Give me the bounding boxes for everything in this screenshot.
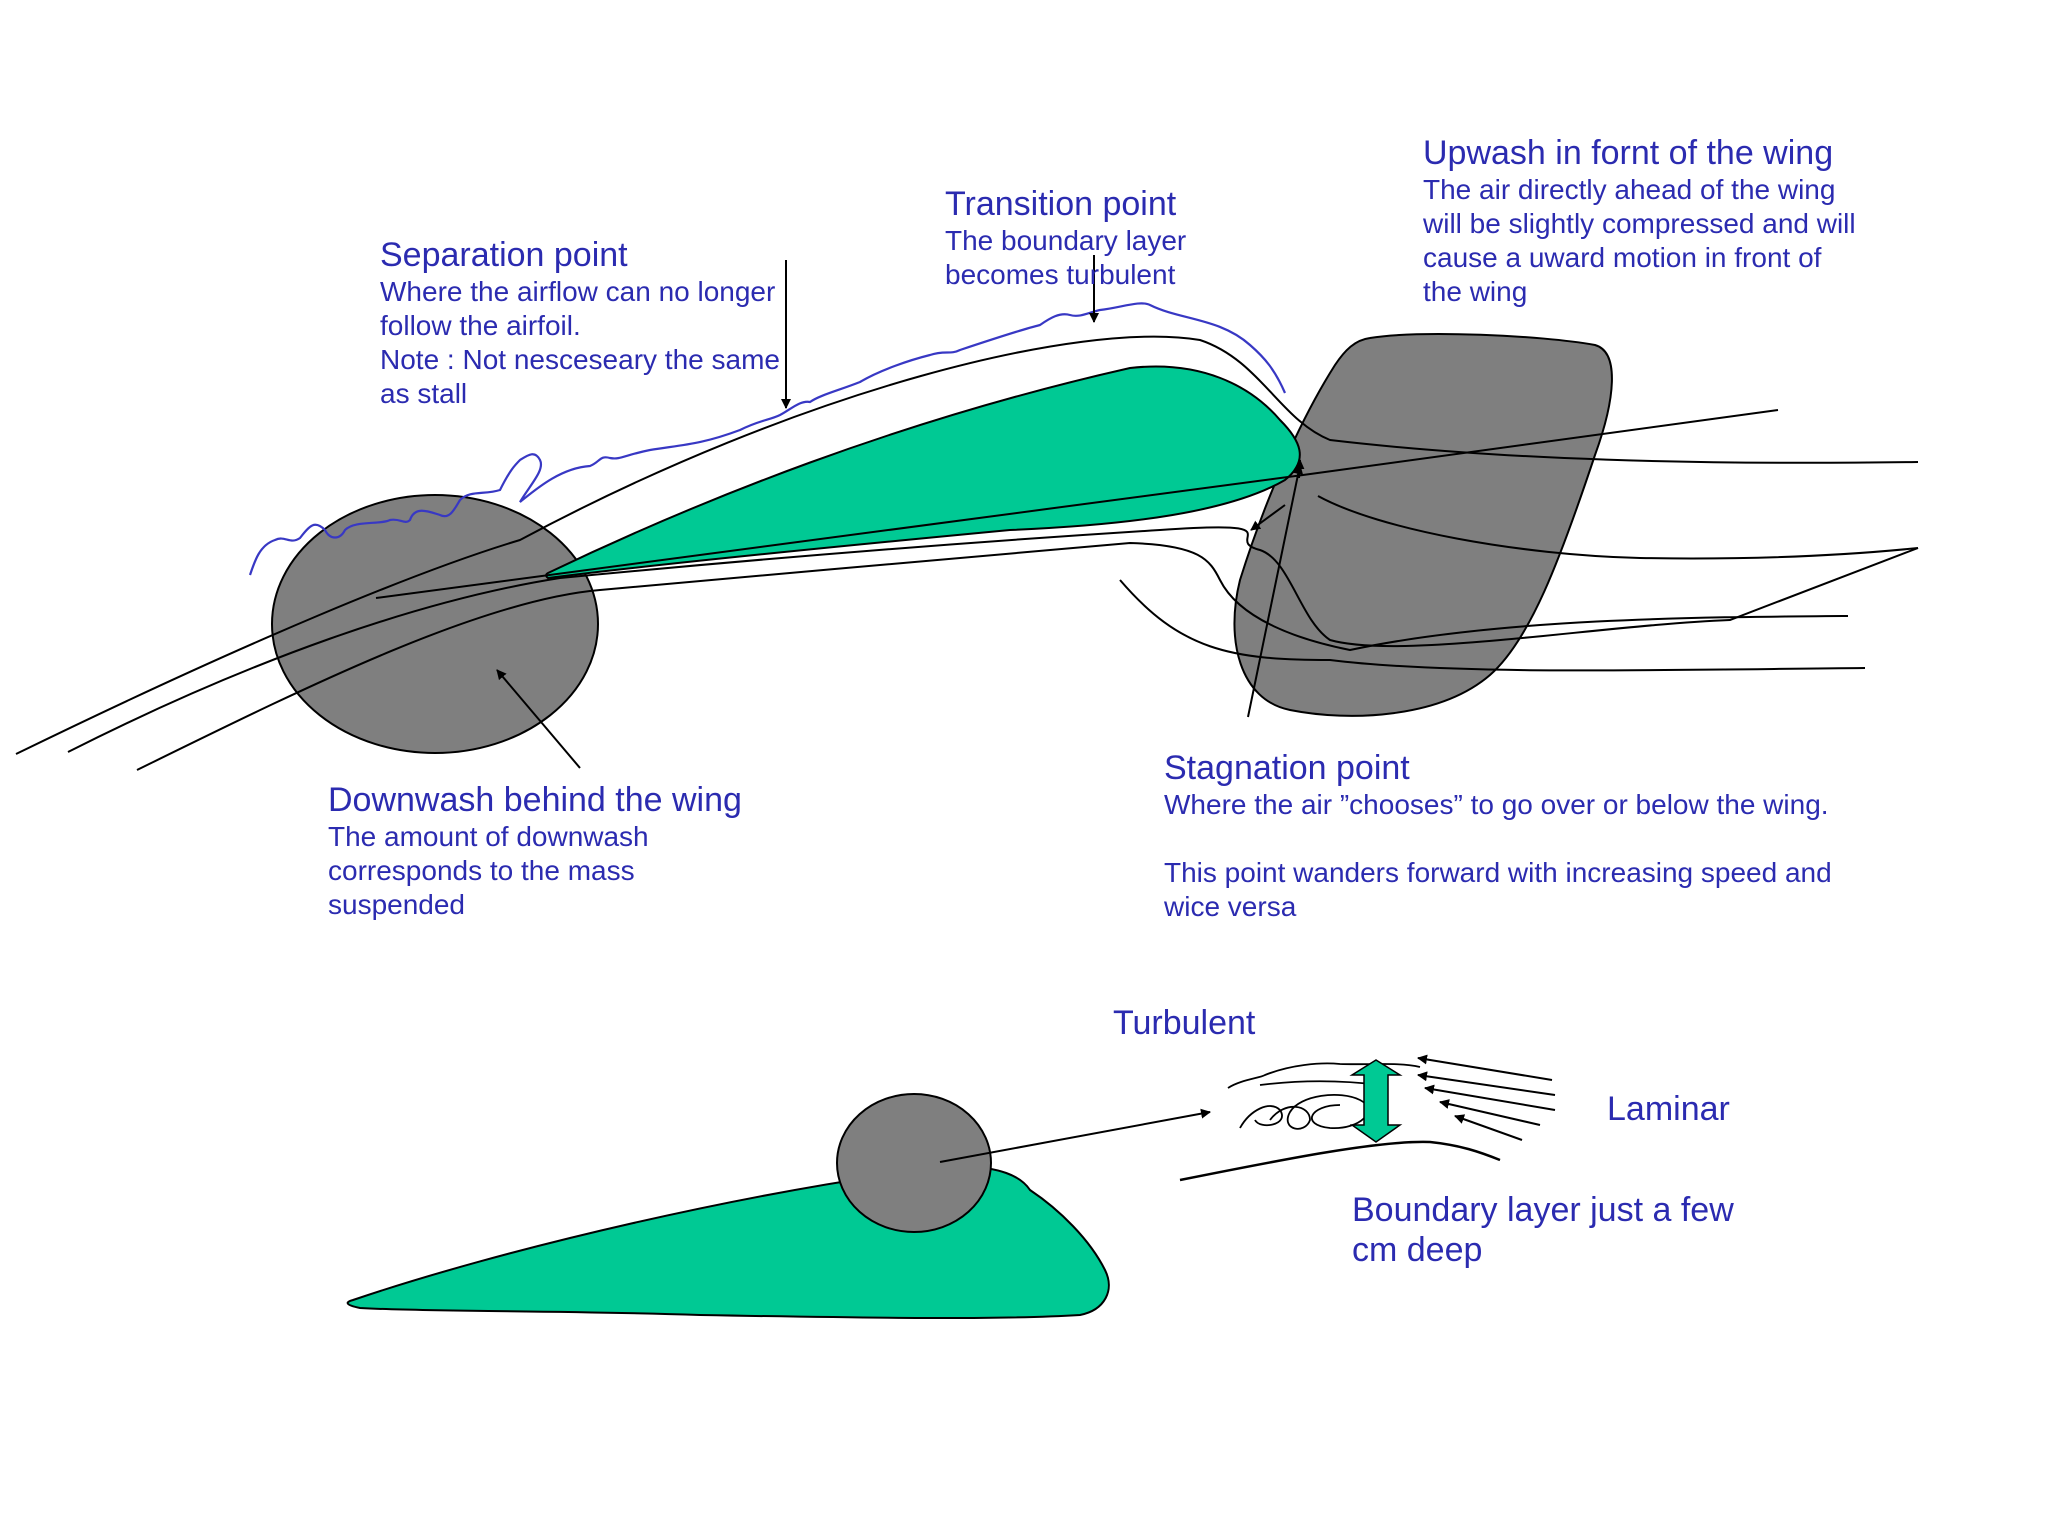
transition-point-label: Transition point The boundary layer beco…	[945, 184, 1186, 292]
transition-point-title: Transition point	[945, 185, 1177, 223]
streamline-mid	[67, 526, 1919, 753]
stagnation-point-line-1: Where the air ”chooses” to go over or be…	[1164, 789, 1829, 820]
turbulent-label: Turbulent	[1113, 1004, 1256, 1042]
downwash-title: Downwash behind the wing	[328, 781, 742, 819]
separation-point-line-1: Where the airflow can no longer	[380, 276, 776, 307]
downwash-line-1: The amount of downwash	[328, 821, 649, 852]
downwash-region	[271, 494, 599, 754]
upwash-line-4: the wing	[1423, 276, 1528, 307]
separation-point-label: Separation point Where the airflow can n…	[380, 235, 780, 411]
upwash-line-2: will be slightly compressed and will	[1423, 208, 1856, 239]
laminar-label: Laminar	[1607, 1090, 1730, 1128]
downwash-line-2: corresponds to the mass	[328, 855, 635, 886]
separation-point-line-3: Note : Not nesceseary the same	[380, 344, 780, 375]
separation-point-line-2: follow the airfoil.	[380, 310, 581, 341]
downwash-arrow	[496, 669, 581, 769]
streamline-chord	[375, 409, 1779, 599]
boundary-layer-zoom-circle	[836, 1093, 992, 1233]
main-wing	[545, 365, 1301, 580]
stagnation-point-line-3: wice versa	[1164, 891, 1297, 922]
boundary-layer-line-1: Boundary layer just a few	[1352, 1191, 1734, 1229]
stagnation-arrow-main	[1247, 464, 1304, 718]
streamline-lower1	[1317, 495, 1919, 560]
boundary-layer-label: Boundary layer just a few cm deep	[1352, 1190, 1734, 1270]
streamline-upper	[15, 335, 1919, 755]
streamlines	[15, 335, 1919, 771]
laminar-arrows	[1417, 1054, 1556, 1141]
turbulent-boundary-line	[248, 302, 1287, 576]
separation-point-line-4: as stall	[380, 378, 468, 409]
stagnation-arrow-secondary	[1250, 504, 1286, 531]
stagnation-point-label: Stagnation point Where the air ”chooses”…	[1164, 748, 1832, 924]
separation-point-title: Separation point	[380, 236, 628, 274]
streamline-bottom	[1119, 579, 1866, 672]
upwash-label: Upwash in fornt of the wing The air dire…	[1423, 133, 1856, 309]
lower-wing	[346, 1163, 1110, 1320]
transition-point-line-2: becomes turbulent	[945, 259, 1176, 290]
zoom-turbulent-squiggle	[1227, 1062, 1421, 1130]
transition-point-line-1: The boundary layer	[945, 225, 1187, 256]
stagnation-point-line-2: This point wanders forward with increasi…	[1164, 857, 1832, 888]
upwash-line-1: The air directly ahead of the wing	[1423, 174, 1836, 205]
stagnation-arrow-upper	[1294, 459, 1305, 479]
upwash-line-3: cause a uward motion in front of	[1423, 242, 1822, 273]
downwash-label: Downwash behind the wing The amount of d…	[328, 780, 742, 922]
downwash-line-3: suspended	[328, 889, 466, 920]
boundary-layer-line-2: cm deep	[1352, 1231, 1483, 1269]
stagnation-point-title: Stagnation point	[1164, 749, 1410, 787]
zoom-arrow	[939, 1108, 1211, 1163]
upwash-title: Upwash in fornt of the wing	[1423, 134, 1834, 172]
zoom-surface-curve	[1179, 1140, 1501, 1182]
boundary-layer-depth-arrow	[1349, 1059, 1403, 1143]
streamline-lower2	[136, 541, 1849, 771]
